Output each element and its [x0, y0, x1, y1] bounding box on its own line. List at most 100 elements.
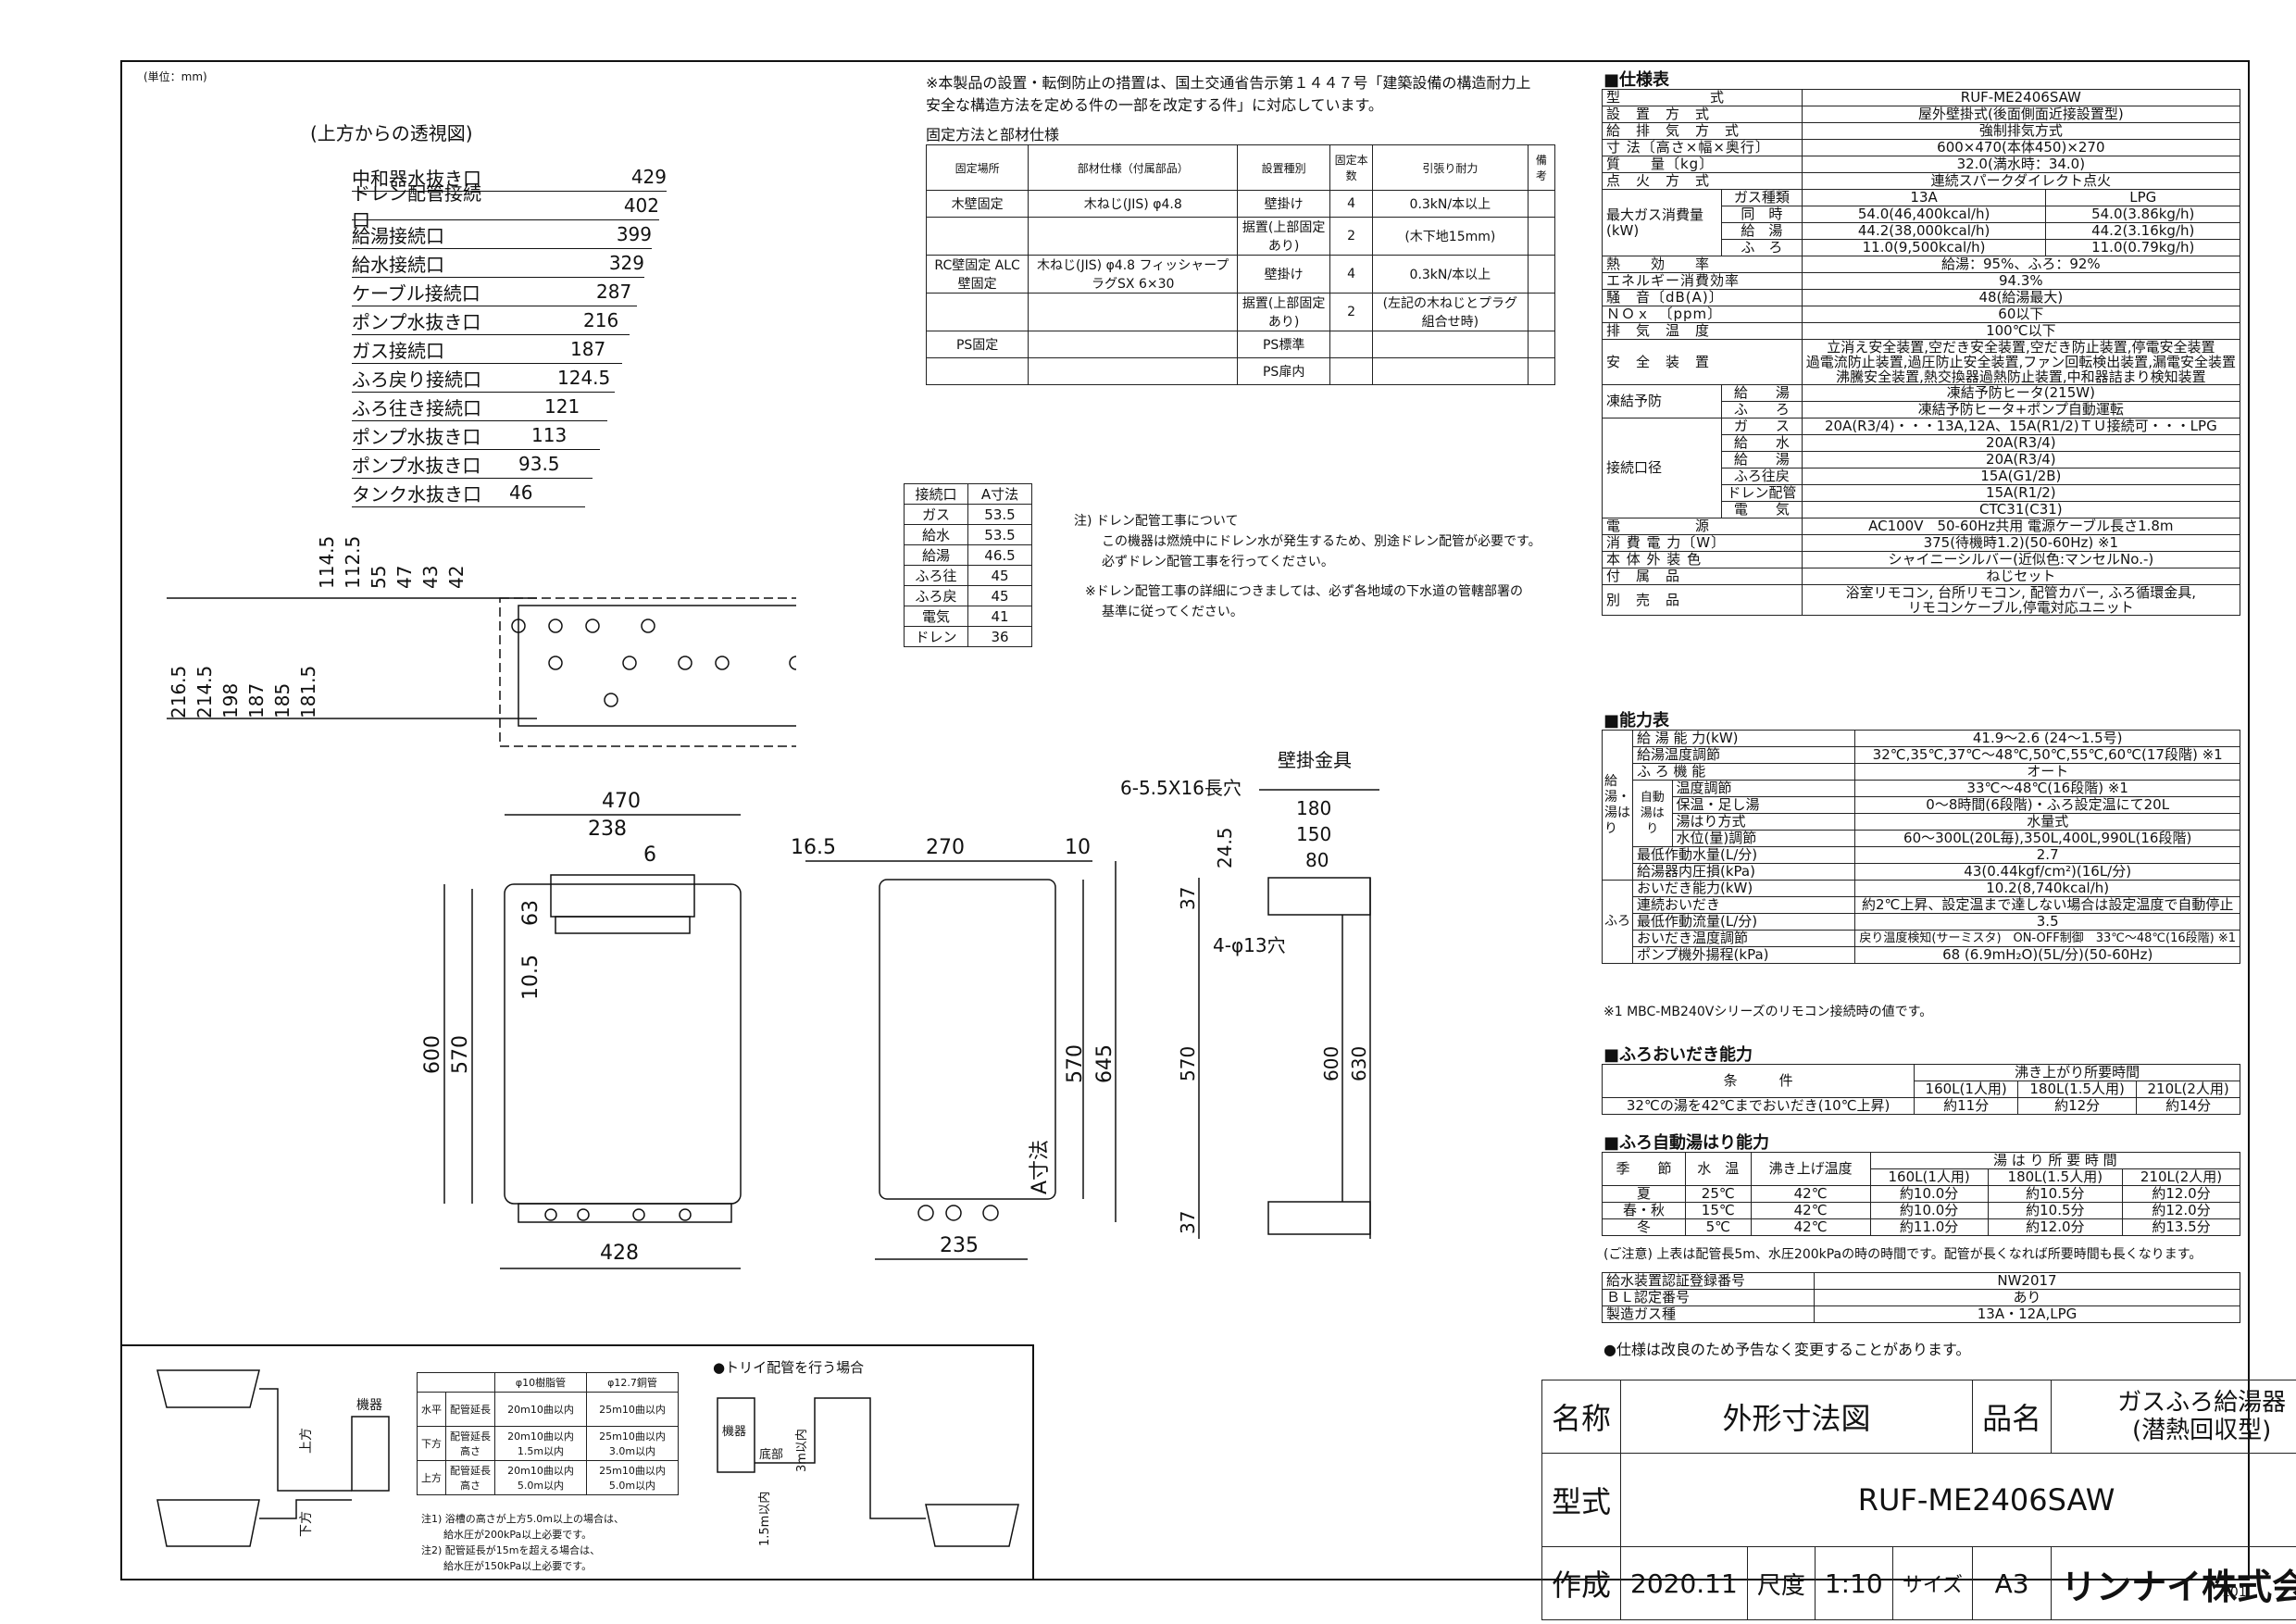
capacity-row: ふろおいだき能力(kW)10.2(8,740kcal/h)	[1602, 880, 2240, 964]
toori-unit: 機器	[722, 1425, 746, 1439]
dimension-value: 46	[509, 481, 533, 504]
yuhari-boil-temp: 42℃	[1750, 1218, 1871, 1236]
sold-value: 浴室リモコン, 台所リモコン, 配管カバー, ふろ循環金具,リモコンケーブル,停…	[1801, 584, 2241, 616]
vdim-b-0: 216.5	[168, 666, 190, 718]
gas-row-key: ふ ろ	[1721, 239, 1803, 256]
piping-up-label: 上方	[299, 1428, 314, 1454]
capacity-row: 湯はり方式水量式	[1603, 813, 2240, 831]
fix-cell	[1372, 331, 1529, 358]
title-block: 名称 外形寸法図 品名 ガスふろ給湯器 (潜熱回収型) 型式 RUF-ME240…	[1541, 1380, 2296, 1620]
title-name-label: 名称	[1541, 1380, 1622, 1454]
top-view-label: (上方からの透視図)	[310, 122, 473, 144]
fix-header-cell: 引張り耐力	[1372, 144, 1529, 191]
drain-note-line1: この機器は燃焼中にドレン水が発生するため、別途ドレン配管が必要です。	[1102, 534, 1541, 549]
bracket-h24: 24.5	[1214, 827, 1236, 868]
piping-unit-label: 機器	[356, 1398, 382, 1413]
piping-note1b: 給水圧が200kPa以上必要です。	[443, 1529, 593, 1541]
piping-10-value: 20m10曲以内 1.5m以内	[494, 1426, 587, 1461]
conn-row-value: 15A(R1/2)	[1801, 484, 2241, 502]
yuhari-time: 約10.0分	[1869, 1202, 1989, 1219]
yuhari-time: 約12.0分	[1987, 1218, 2124, 1236]
piping-sub: 配管延長 高さ	[445, 1460, 495, 1495]
spec-row: 給 排 気 方 式強制排気方式	[1602, 122, 2241, 140]
piping-header-12: φ12.7銅管	[586, 1372, 679, 1393]
vdim-a-0: 114.5	[316, 536, 338, 589]
fix-row: 据置(上部固定あり)2(左記の木ねじとプラグ組合せ時)	[925, 293, 1556, 331]
spec-row-key: 質 量〔kg〕	[1602, 156, 1803, 173]
yuhari-header: 湯 は り 所 要 時 間	[1869, 1152, 2241, 1169]
front-h10: 10.5	[519, 955, 543, 1000]
dimension-value: 121	[544, 395, 580, 418]
conn-label: 接続口径	[1602, 418, 1722, 518]
a-label-cell: ガス	[904, 504, 968, 525]
fix-header-cell: 備考	[1527, 144, 1556, 191]
piping-12-value: 25m10曲以内 5.0m以内	[586, 1460, 679, 1495]
capacity-table: 給湯・湯はり給 湯 能 力(kW)41.9～2.6 (24～1.5号)給湯温度調…	[1602, 730, 2240, 964]
dimension-label: ポンプ水抜き口	[352, 310, 481, 333]
yuhari-boil-temp: 42℃	[1750, 1202, 1871, 1219]
yuhari-header-row: 季 節水 温沸き上げ温度湯 は り 所 要 時 間	[1601, 1152, 2241, 1186]
gas-row-lpg: 54.0(3.86kg/h)	[2045, 206, 2240, 223]
side-h645: 645	[1093, 1044, 1117, 1083]
a-label-cell: ふろ往	[904, 565, 968, 586]
dimension-label: ガス接続口	[352, 339, 444, 362]
spec-row-value: 強制排気方式	[1801, 122, 2241, 140]
front-w470: 470	[602, 790, 641, 813]
fix-cell: PS標準	[1237, 331, 1331, 358]
sold-row: 別 売 品浴室リモコン, 台所リモコン, 配管カバー, ふろ循環金具,リモコンケ…	[1602, 584, 2241, 616]
front-h570: 570	[449, 1035, 472, 1074]
bracket-title: 壁掛金具	[1278, 749, 1352, 771]
a-label-cell: 電気	[904, 606, 968, 627]
a-header-cell: A寸法	[967, 483, 1032, 505]
fix-header-row: 固定場所部材仕様（付属部品）設置種別固定本数引張り耐力備考	[925, 144, 1556, 191]
yuhari-time: 約13.5分	[2122, 1218, 2240, 1236]
cert-key: 製造ガス種	[1602, 1305, 1815, 1323]
piping-sub: 配管延長 高さ	[445, 1426, 495, 1461]
fix-cell	[1329, 357, 1374, 385]
fix-cell: 据置(上部固定あり)	[1237, 293, 1331, 331]
spec-row: 本 体 外 装 色シャイニーシルバー(近似色:マンセルNo.-)	[1602, 551, 2241, 568]
conn-row-key: ドレン配管	[1721, 484, 1803, 502]
title-model-value: RUF-ME2406SAW	[1620, 1453, 2296, 1547]
spec-row-key: 本 体 外 装 色	[1602, 551, 1803, 568]
conn-row-value: 20A(R3/4)	[1801, 434, 2241, 452]
capacity-auto-label: 自動湯はり	[1632, 780, 1673, 847]
dimension-value: 187	[570, 338, 606, 360]
piping-section	[122, 1344, 1034, 1579]
conn-row-value: 15A(G1/2B)	[1801, 468, 2241, 485]
piping-dir: 下方	[417, 1426, 446, 1461]
front-view-drawing: 470 238 6 63 10.5 600 570 428	[421, 790, 742, 1269]
spec-row-value: 60以下	[1801, 306, 2241, 323]
capacity-row-value: 41.9～2.6 (24～1.5号)	[1854, 730, 2240, 747]
dimension-value: 113	[531, 424, 568, 446]
yuhari-time: 約10.5分	[1987, 1185, 2124, 1203]
spec-row-value: RUF-ME2406SAW	[1801, 89, 2241, 106]
vdim-b-3: 187	[245, 683, 268, 718]
capacity-row: 最低作動水量(L/分)2.7	[1603, 846, 2240, 864]
page-number: 101	[2222, 1585, 2247, 1600]
fix-header-cell: 部材仕様（付属部品）	[1028, 144, 1239, 191]
spec-row-key: 給 排 気 方 式	[1602, 122, 1803, 140]
sold-line: 浴室リモコン, 台所リモコン, 配管カバー, ふろ循環金具,	[1845, 584, 2197, 601]
dimension-value: 402	[623, 194, 659, 217]
capacity-row-key: ふ ろ 機 能	[1631, 763, 1856, 781]
capacity-row-value: 3.5	[1854, 913, 2240, 931]
title-scale-value: 1:10	[1814, 1546, 1893, 1620]
fix-cell	[1028, 357, 1239, 385]
fix-header-cell: 固定場所	[925, 144, 1029, 191]
capacity-side-label-2: ふろ	[1602, 880, 1633, 964]
